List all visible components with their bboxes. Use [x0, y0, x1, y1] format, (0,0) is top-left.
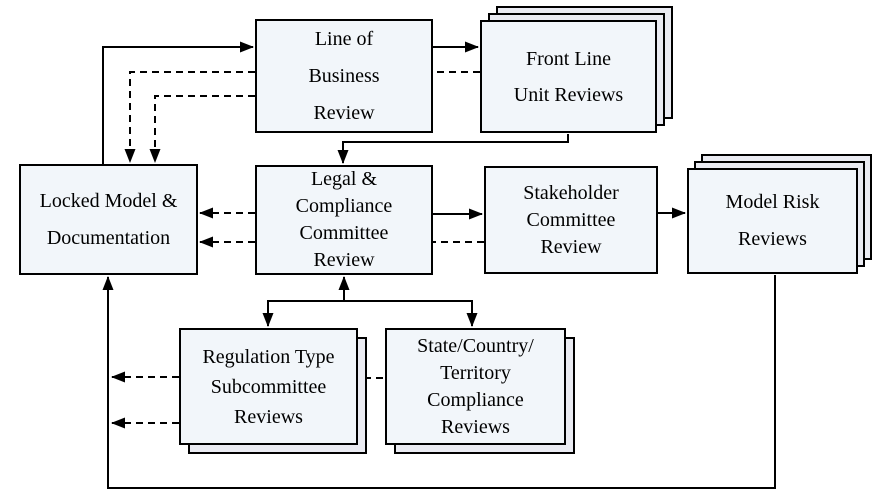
node-label-line: Committee	[526, 208, 616, 231]
node-label-line: Model Risk	[725, 191, 820, 213]
node-label-line: Reviews	[441, 415, 510, 438]
node-label-line: State/Country/	[417, 334, 534, 357]
node-stakeholder-committee-review: Stakeholder Committee Review	[484, 166, 658, 274]
arrow-locked-to-line-of-business	[102, 41, 254, 165]
node-label-line: Review	[313, 249, 375, 271]
node-label-line: Regulation Type	[202, 345, 335, 368]
node-label-line: Documentation	[46, 226, 171, 249]
node-model-risk-reviews: Model Risk Reviews	[687, 168, 858, 274]
node-label-line: Locked Model &	[39, 189, 178, 212]
node-label-line: Compliance	[295, 195, 393, 217]
node-label-line: Reviews	[234, 405, 303, 428]
node-label-line: Review	[313, 101, 375, 124]
node-label-line: Reviews	[738, 228, 807, 250]
node-label-line: Compliance	[427, 388, 524, 411]
node-state-country-territory-compliance-reviews: State/Country/ Territory Compliance Revi…	[385, 328, 566, 445]
node-label-line: Unit Reviews	[513, 83, 624, 106]
node-label-line: Line of	[314, 27, 374, 50]
node-label-line: Legal &	[310, 168, 378, 190]
node-regulation-type-subcommittee-reviews: Regulation Type Subcommittee Reviews	[179, 328, 358, 445]
node-locked-model-documentation: Locked Model & Documentation	[19, 164, 198, 275]
dashed-to-locked-top-1	[124, 71, 255, 163]
node-legal-compliance-committee-review: Legal & Compliance Committee Review	[255, 165, 433, 275]
node-label-line: Subcommittee	[210, 375, 327, 398]
node-label-line: Review	[540, 235, 602, 258]
node-line-of-business-review: Line of Business Review	[255, 19, 433, 133]
node-label-line: Business	[308, 64, 380, 87]
node-label-line: Stakeholder	[523, 181, 619, 204]
dashed-to-locked-top-2	[149, 95, 255, 163]
node-label-line: Territory	[440, 361, 511, 384]
node-label-line: Committee	[299, 222, 389, 244]
node-front-line-unit-reviews: Front Line Unit Reviews	[480, 20, 657, 133]
node-label-line: Front Line	[526, 47, 611, 70]
arrow-front-line-to-legal	[337, 134, 569, 164]
